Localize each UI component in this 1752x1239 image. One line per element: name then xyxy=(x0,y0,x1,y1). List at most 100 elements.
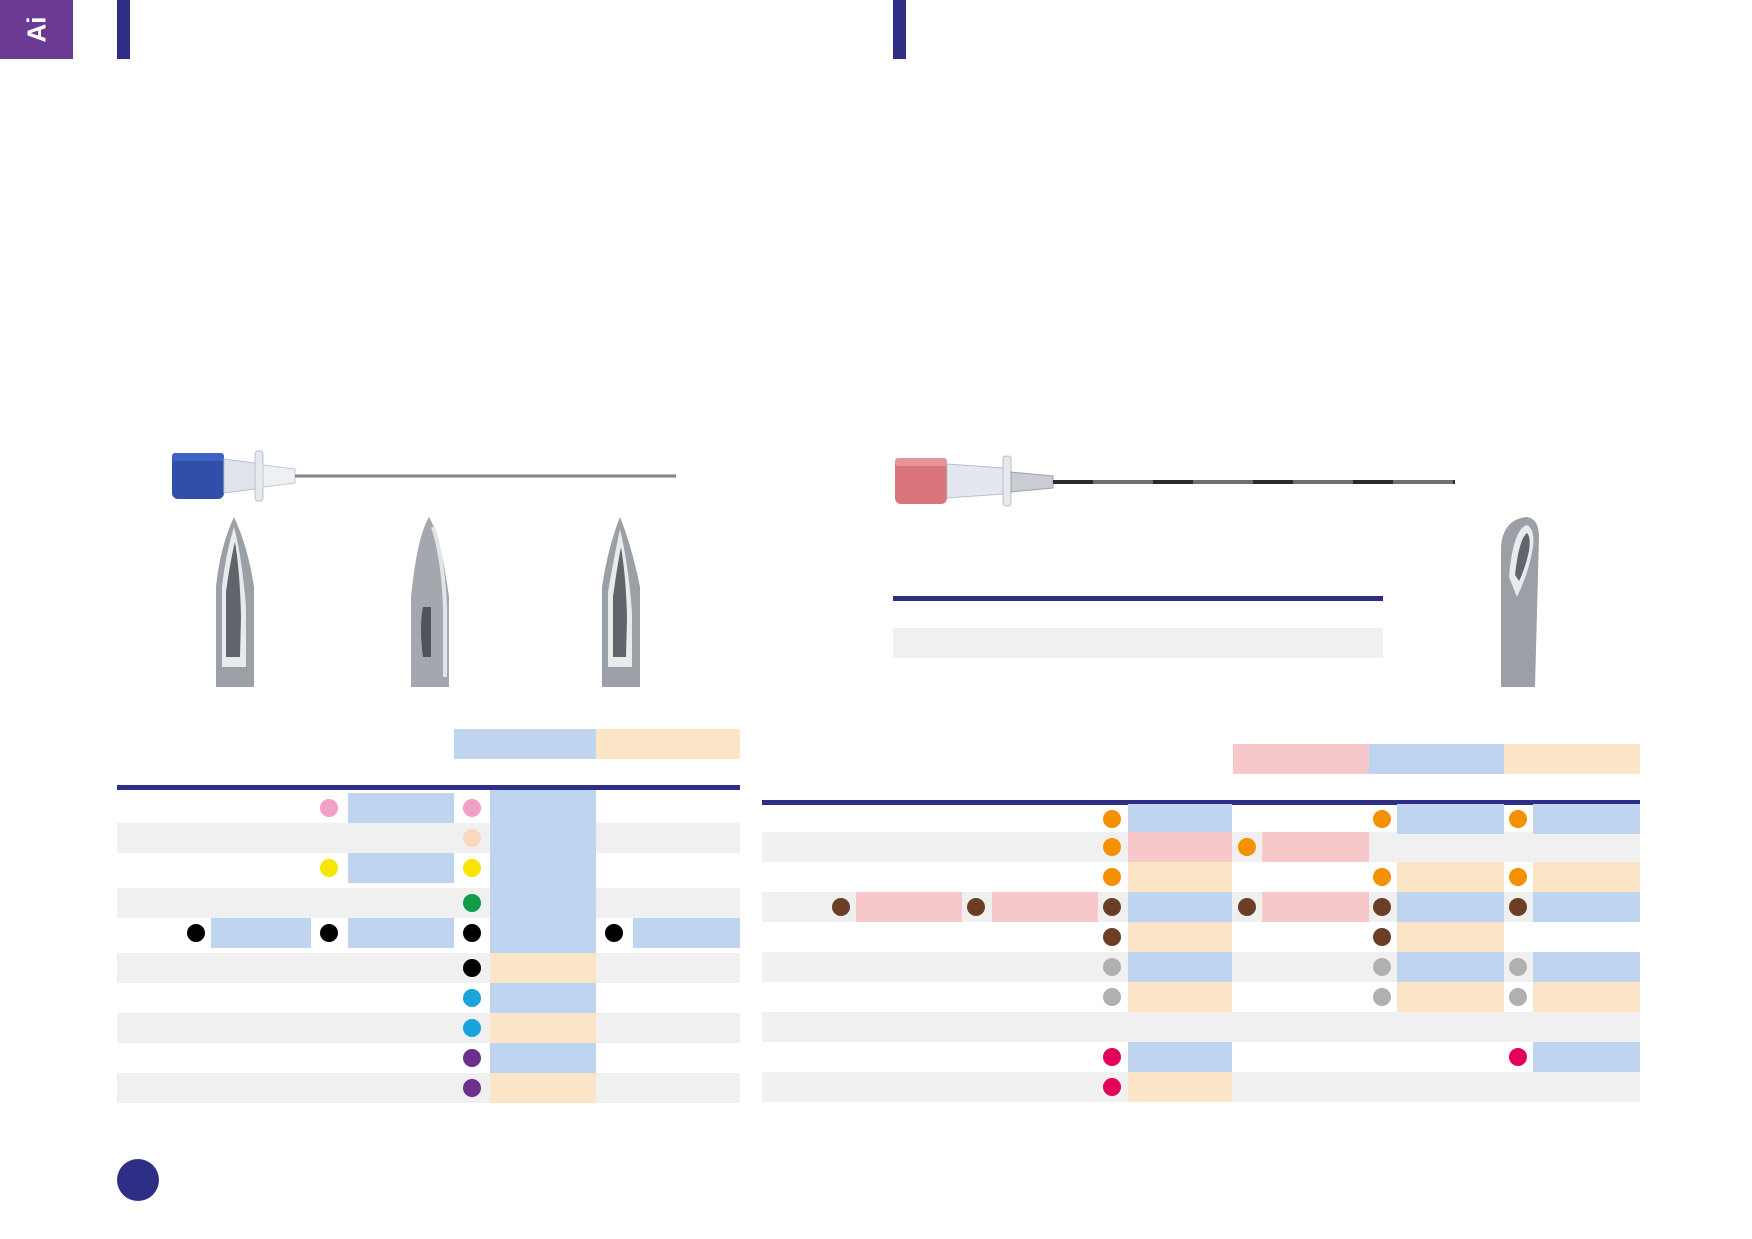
right-table-header-band-blue xyxy=(1369,744,1504,774)
table-cell xyxy=(1128,982,1232,1012)
right-table-header-band-pink xyxy=(1233,744,1369,774)
color-code-dot-brown xyxy=(1238,898,1256,916)
color-code-dot-grey xyxy=(1103,958,1121,976)
color-code-dot-grey xyxy=(1103,988,1121,1006)
table-cell xyxy=(1262,832,1369,862)
table-cell xyxy=(1533,982,1640,1012)
table-cell xyxy=(348,918,454,948)
color-code-dot-pink xyxy=(463,799,481,817)
table-cell xyxy=(1397,862,1504,892)
color-code-dot-pink xyxy=(320,799,338,817)
table-row xyxy=(117,888,740,918)
section-tab-label: Ai xyxy=(21,16,51,43)
table-cell xyxy=(1533,862,1640,892)
left-table-header-band-peach xyxy=(596,729,740,759)
color-code-dot-black xyxy=(187,924,205,942)
table-row xyxy=(117,1013,740,1043)
table-cell-merged xyxy=(490,790,596,953)
color-code-dot-orange xyxy=(1373,868,1391,886)
table-cell xyxy=(1128,1072,1232,1102)
table-cell xyxy=(1397,982,1504,1012)
table-row xyxy=(117,823,740,853)
color-code-dot-yellow xyxy=(463,859,481,877)
color-code-dot-green xyxy=(463,894,481,912)
info-table-header-rule xyxy=(893,596,1383,601)
page-number-badge xyxy=(117,1159,159,1201)
color-code-dot-black xyxy=(320,924,338,942)
table-cell xyxy=(1262,892,1369,922)
color-code-dot-crimson xyxy=(1103,1048,1121,1066)
table-row xyxy=(117,953,740,983)
table-cell xyxy=(1533,952,1640,982)
color-code-dot-purple xyxy=(463,1049,481,1067)
color-code-dot-brown xyxy=(1373,898,1391,916)
color-code-dot-grey xyxy=(1509,988,1527,1006)
color-code-dot-orange xyxy=(1509,810,1527,828)
color-code-dot-brown xyxy=(1509,898,1527,916)
table-cell xyxy=(490,1043,596,1073)
right-column-accent-bar xyxy=(893,0,906,59)
table-cell xyxy=(1128,832,1232,862)
color-code-dot-orange xyxy=(1373,810,1391,828)
color-code-dot-black xyxy=(605,924,623,942)
sprotte-bevel-tip-icon xyxy=(602,517,640,687)
color-code-dot-cyan xyxy=(463,1019,481,1037)
table-cell xyxy=(1533,1042,1640,1072)
spinal-needle-blue-hub-icon xyxy=(172,450,676,502)
table-row xyxy=(117,1073,740,1103)
table-cell xyxy=(490,953,596,983)
color-code-dot-brown xyxy=(1103,928,1121,946)
color-code-dot-orange xyxy=(1103,868,1121,886)
right-table-header-band-peach xyxy=(1504,744,1640,774)
pencil-point-side-hole-tip-icon xyxy=(411,517,449,687)
table-cell xyxy=(1128,892,1232,922)
color-code-dot-black xyxy=(463,959,481,977)
table-cell xyxy=(1128,1042,1232,1072)
table-cell xyxy=(1128,804,1232,834)
info-table-row xyxy=(893,628,1383,658)
color-code-dot-grey xyxy=(1373,988,1391,1006)
quincke-bevel-tip-icon xyxy=(216,517,254,687)
table-cell xyxy=(348,853,454,883)
color-code-dot-crimson xyxy=(1509,1048,1527,1066)
epidural-tuohy-tip-icon xyxy=(1501,517,1539,687)
color-code-dot-cyan xyxy=(463,989,481,1007)
table-cell xyxy=(1128,922,1232,952)
table-cell xyxy=(211,918,311,948)
color-code-dot-grey xyxy=(1509,958,1527,976)
table-cell xyxy=(1533,892,1640,922)
table-cell xyxy=(992,892,1098,922)
color-code-dot-black xyxy=(463,924,481,942)
color-code-dot-crimson xyxy=(1103,1078,1121,1096)
color-code-dot-grey xyxy=(1373,958,1391,976)
table-cell xyxy=(1128,862,1232,892)
color-code-dot-brown xyxy=(1103,898,1121,916)
table-cell xyxy=(348,793,454,823)
table-cell xyxy=(1533,804,1640,834)
color-code-dot-yellow xyxy=(320,859,338,877)
table-cell xyxy=(1397,952,1504,982)
table-cell xyxy=(490,1013,596,1043)
table-cell xyxy=(1397,804,1504,834)
table-cell xyxy=(1128,952,1232,982)
color-code-dot-orange xyxy=(1103,838,1121,856)
color-code-dot-orange xyxy=(1509,868,1527,886)
table-cell xyxy=(856,892,962,922)
table-cell xyxy=(1397,892,1504,922)
color-code-dot-light-peach xyxy=(463,829,481,847)
left-table-header-band-blue xyxy=(454,729,596,759)
color-code-dot-brown xyxy=(967,898,985,916)
table-row xyxy=(762,1012,1640,1042)
color-code-dot-orange xyxy=(1103,810,1121,828)
left-table-header-rule xyxy=(117,785,740,790)
color-code-dot-orange xyxy=(1238,838,1256,856)
section-tab: Ai xyxy=(0,0,73,59)
table-cell xyxy=(490,983,596,1013)
color-code-dot-brown xyxy=(1373,928,1391,946)
spinal-needle-pink-hub-icon xyxy=(895,455,1455,507)
color-code-dot-brown xyxy=(832,898,850,916)
table-cell xyxy=(490,1073,596,1103)
right-table-header-rule xyxy=(762,800,1640,805)
table-cell xyxy=(1397,922,1504,952)
color-code-dot-purple xyxy=(463,1079,481,1097)
